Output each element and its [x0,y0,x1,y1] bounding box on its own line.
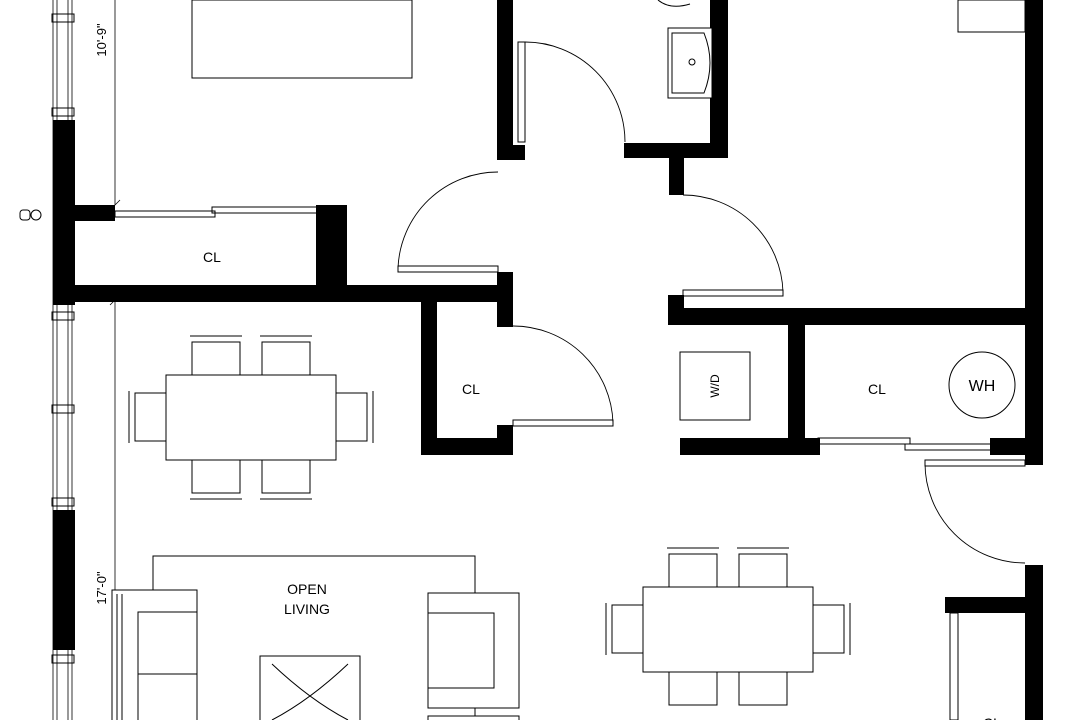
sofa [111,589,198,720]
room-label-open: OPEN [287,581,327,597]
dimension-bottom: 17'-0" [94,571,109,605]
laundry-utility: W/D CL WH [668,295,1043,465]
center-closet: CL [421,272,614,455]
chair [605,547,851,706]
entry-door [924,459,1043,720]
closet-label-bottom: CL [983,715,1001,720]
hallway-doors [397,171,784,297]
armchair [427,592,520,720]
washer-dryer [679,351,751,421]
room-label-living: LIVING [284,601,330,617]
dining-table-left [128,335,374,500]
water-heater-label: WH [969,378,996,395]
upper-right-room [957,0,1043,320]
closet-label-right: CL [868,381,886,397]
closet-label-center: CL [462,381,480,397]
bathroom [497,0,728,195]
chair [128,335,374,500]
dining-table-right [605,547,851,706]
closet-label-bedroom: CL [203,249,221,265]
left-exterior-wall [19,0,115,720]
washer-dryer-label: W/D [708,374,722,398]
living-area: OPEN LIVING [111,555,520,720]
sink-icon [667,27,713,99]
dimension-top: 10'-9" [94,23,109,57]
exterior-fixture-icon [19,209,42,221]
window-mullion [51,13,75,664]
water-heater [948,351,1016,419]
bed [191,0,413,79]
coffee-table [259,655,361,720]
bedroom-closet: CL [73,205,513,302]
dimension-lines: 10'-9" 17'-0" [94,0,121,720]
